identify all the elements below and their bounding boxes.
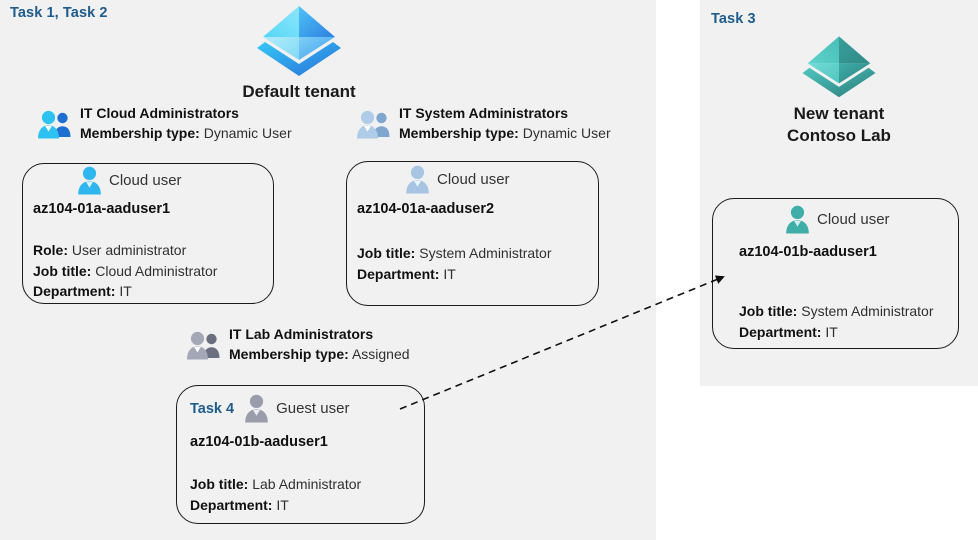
azure-ad-tenant-icon xyxy=(802,36,876,98)
property-label: Department: xyxy=(739,323,822,340)
property-value: System Administrator xyxy=(419,245,552,261)
group-header-it-cloud-administrators: IT Cloud Administrators Membership type:… xyxy=(36,104,292,144)
property-row: Job title: Cloud Administrator xyxy=(33,261,217,282)
group-users-icon xyxy=(357,110,390,139)
membership-type-value: Assigned xyxy=(351,345,410,362)
group-name: IT Cloud Administrators xyxy=(80,105,239,121)
guest-user-icon xyxy=(245,394,268,423)
user-type-label: Cloud user xyxy=(817,211,890,228)
membership-type-label: Membership type: xyxy=(399,124,519,141)
cloud-user-icon xyxy=(406,165,429,194)
default-tenant-panel xyxy=(0,0,656,540)
group-name: IT Lab Administrators xyxy=(229,326,374,342)
group-header-it-system-administrators: IT System Administrators Membership type… xyxy=(355,104,611,144)
task-label-inline: Task 4 xyxy=(190,400,235,417)
user-card-guest-az104-01b-aaduser1[interactable] xyxy=(176,385,425,524)
property-label: Role: xyxy=(33,242,68,258)
user-principal-name: az104-01b-aaduser1 xyxy=(190,434,328,450)
azure-ad-tenant-icon xyxy=(257,6,341,76)
property-label: Department: xyxy=(190,496,273,513)
group-membership-type: Membership type: Dynamic User xyxy=(399,124,611,144)
user-card-az104-01a-aaduser1[interactable] xyxy=(22,163,274,304)
property-label: Job title: xyxy=(190,476,249,492)
user-card-newtenant-az104-01b-aaduser1[interactable] xyxy=(712,198,959,349)
cloud-user-icon xyxy=(786,205,809,234)
property-row: Job title: System Administrator xyxy=(357,243,552,264)
property-value: User administrator xyxy=(71,242,187,258)
user-principal-name: az104-01a-aaduser1 xyxy=(33,201,171,217)
membership-type-label: Membership type: xyxy=(229,345,349,362)
default-tenant-name: Default tenant xyxy=(242,82,356,101)
property-row: Department: IT xyxy=(33,281,217,302)
user-type-label: Guest user xyxy=(276,400,350,417)
property-row: Department: IT xyxy=(190,495,361,516)
property-value: System Administrator xyxy=(801,303,934,319)
property-row: Job title: System Administrator xyxy=(739,301,934,322)
membership-type-value: Dynamic User xyxy=(203,124,292,141)
default-tenant-block: Default tenant xyxy=(184,4,414,103)
property-value: Cloud Administrator xyxy=(95,262,218,279)
user-card-header: Task 4 Guest user xyxy=(190,394,349,423)
user-card-header: Cloud user xyxy=(76,166,182,195)
membership-type-label: Membership type: xyxy=(80,124,200,141)
property-label: Job title: xyxy=(357,245,416,261)
property-row: Department: IT xyxy=(357,264,552,285)
property-value: IT xyxy=(119,283,132,300)
property-label: Job title: xyxy=(739,303,798,319)
user-properties: Job title: System Administrator Departme… xyxy=(357,243,552,284)
property-row: Job title: Lab Administrator xyxy=(190,474,361,495)
user-properties: Job title: Lab Administrator Department:… xyxy=(190,474,361,515)
property-row: Department: IT xyxy=(739,322,934,343)
new-tenant-name-line2: Contoso Lab xyxy=(787,125,891,145)
user-type-label: Cloud user xyxy=(109,172,182,189)
task-label-right-panel: Task 3 xyxy=(711,11,756,27)
property-row: Role: User administrator xyxy=(33,240,217,261)
group-membership-type: Membership type: Assigned xyxy=(229,345,410,365)
user-properties: Job title: System Administrator Departme… xyxy=(739,301,934,342)
group-membership-type: Membership type: Dynamic User xyxy=(80,124,292,144)
property-label: Department: xyxy=(33,283,116,300)
group-header-it-lab-administrators: IT Lab Administrators Membership type: A… xyxy=(185,325,410,365)
property-label: Department: xyxy=(357,265,440,282)
property-value: Lab Administrator xyxy=(252,476,362,492)
new-tenant-name-line1: New tenant xyxy=(793,104,885,123)
group-users-icon xyxy=(38,110,71,139)
user-card-header: Cloud user xyxy=(784,205,890,234)
property-label: Job title: xyxy=(33,262,92,279)
user-principal-name: az104-01b-aaduser1 xyxy=(739,244,877,260)
group-name: IT System Administrators xyxy=(399,105,569,121)
cloud-user-icon xyxy=(78,166,101,195)
new-tenant-block: New tenant Contoso Lab xyxy=(711,34,967,147)
group-users-icon xyxy=(187,331,220,360)
property-value: IT xyxy=(825,323,838,340)
property-value: IT xyxy=(276,496,289,513)
user-type-label: Cloud user xyxy=(437,171,510,188)
user-properties: Role: User administrator Job title: Clou… xyxy=(33,240,217,302)
property-value: IT xyxy=(443,265,456,282)
user-card-header: Cloud user xyxy=(404,165,510,194)
membership-type-value: Dynamic User xyxy=(522,124,611,141)
task-label-left-panel: Task 1, Task 2 xyxy=(10,5,108,21)
user-principal-name: az104-01a-aaduser2 xyxy=(357,201,495,217)
